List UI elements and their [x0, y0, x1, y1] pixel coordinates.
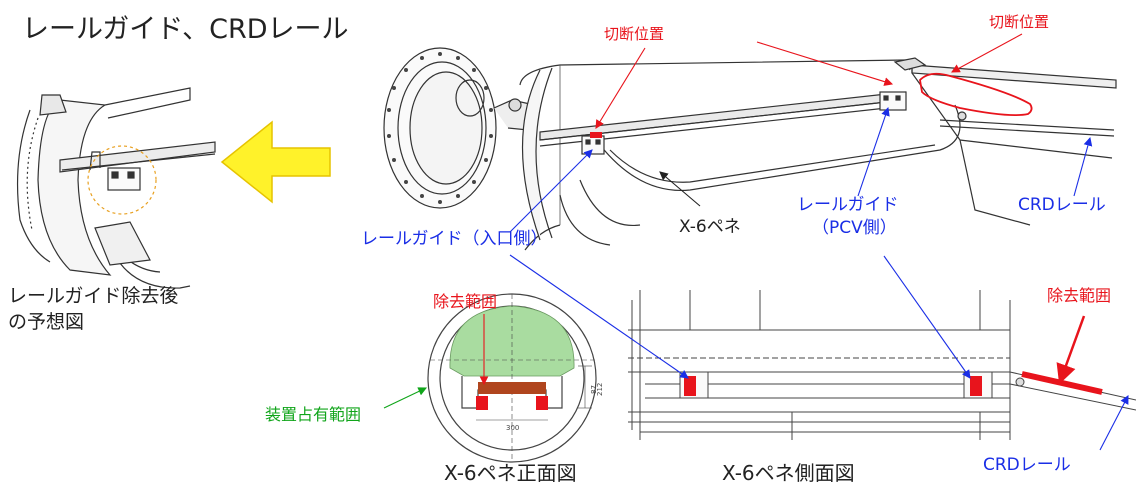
- dim-300: 300: [506, 424, 519, 432]
- cut-mark-entrance: [590, 132, 602, 138]
- crd-rail-label-bottom: CRDレール: [983, 455, 1071, 475]
- yellow-left-arrow-icon: [220, 120, 331, 204]
- side-removal-mark-pcv: [970, 376, 982, 396]
- front-view-drawing: [427, 293, 597, 463]
- x6-penetration-label: X-6ペネ: [679, 217, 741, 237]
- rail-guide-entrance-label: レールガイド（入口側）: [361, 229, 548, 249]
- removal-area-circle: [87, 145, 157, 215]
- cut-position-label-1: 切断位置: [604, 25, 665, 43]
- predicted-view-drawing: [16, 87, 216, 289]
- page-title: レールガイド、CRDレール: [22, 14, 349, 45]
- device-occupied-range-label: 装置占有範囲: [265, 405, 362, 424]
- leader-lines: [383, 33, 1129, 451]
- removal-range-side-label: 除去範囲: [1047, 286, 1112, 305]
- dim-87: 87: [590, 385, 598, 394]
- side-view-caption: X-6ペネ側面図: [722, 461, 855, 485]
- predicted-view-caption-line2: の予想図: [8, 311, 85, 333]
- cut-loop-pcv: [919, 72, 1033, 117]
- side-view-drawing: [628, 290, 1136, 440]
- rail-guide-pcv-label-line2: （PCV側）: [812, 218, 897, 238]
- predicted-view-caption-line1: レールガイド除去後: [8, 285, 179, 307]
- side-removal-mark-entrance: [684, 376, 696, 396]
- rail-guide-pcv-label-line1: レールガイド: [797, 195, 899, 215]
- front-view-caption: X-6ペネ正面図: [444, 461, 577, 485]
- cut-position-label-2: 切断位置: [989, 13, 1050, 31]
- crd-rail-label-top: CRDレール: [1018, 195, 1106, 215]
- penetration-isometric-drawing: [383, 47, 1117, 251]
- dim-212: 212: [596, 383, 604, 396]
- removal-range-front-label: 除去範囲: [433, 292, 498, 311]
